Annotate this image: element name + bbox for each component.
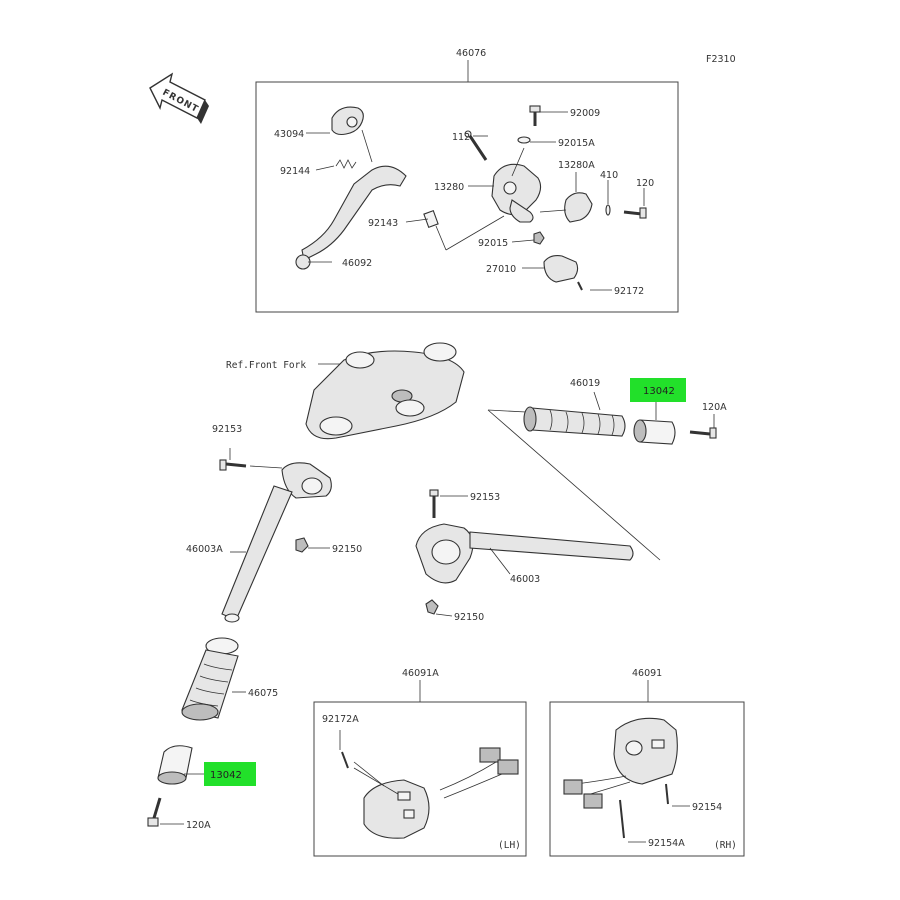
label-13280: 13280 [434,182,464,193]
left-clip-on [219,448,332,623]
left-switch-frame [313,701,527,857]
label-46003a: 46003A [186,544,223,555]
label-92172: 92172 [614,286,644,297]
left-switch-housing [339,730,519,839]
right-switch-housing [563,717,690,843]
label-120: 120 [636,178,654,189]
label-46003: 46003 [510,574,540,585]
right-side-label: (RH) [714,840,737,851]
label-120a-left: 120A [186,820,211,831]
label-92172a: 92172A [322,714,359,725]
right-grip-assembly [487,391,717,561]
label-92154: 92154 [692,802,722,813]
highlight-13042-left [204,762,256,786]
label-13042-left: 13042 [210,770,242,781]
top-bridge [305,342,465,440]
lever-leaders [306,111,645,291]
label-92143: 92143 [368,218,398,229]
label-120a-right: 120A [702,402,727,413]
label-112: 112 [452,132,470,143]
left-grip-assembly [147,637,246,827]
label-13042-right: 13042 [643,386,675,397]
label-92154a: 92154A [648,838,685,849]
label-92144: 92144 [280,166,310,177]
label-92015a: 92015A [558,138,595,149]
label-92153-left: 92153 [212,424,242,435]
label-46075: 46075 [248,688,278,699]
right-switch-frame [549,701,745,857]
ref-front-fork-label: Ref.Front Fork [226,360,306,371]
label-92009: 92009 [570,108,600,119]
lever-parts [295,105,647,291]
right-clip-on [415,489,634,617]
highlight-13042-right [630,378,686,402]
left-side-label: (LH) [498,840,521,851]
label-46019: 46019 [570,378,600,389]
label-left-switch: 46091A [402,668,439,679]
label-lever-assembly: 46076 [456,48,486,59]
label-92150-right: 92150 [454,612,484,623]
label-right-switch: 46091 [632,668,662,679]
lever-labels: 43094 92144 92143 46092 112 92009 92015A… [274,108,654,297]
label-46092: 46092 [342,258,372,269]
front-arrow-icon: FRONT [149,72,209,124]
label-410: 410 [600,170,618,181]
label-43094: 43094 [274,129,304,140]
label-27010: 27010 [486,264,516,275]
label-92015: 92015 [478,238,508,249]
diagram-code: F2310 [706,54,736,65]
label-92150-left: 92150 [332,544,362,555]
label-92153-right: 92153 [470,492,500,503]
lever-assembly-frame [255,81,679,313]
label-13280a: 13280A [558,160,595,171]
